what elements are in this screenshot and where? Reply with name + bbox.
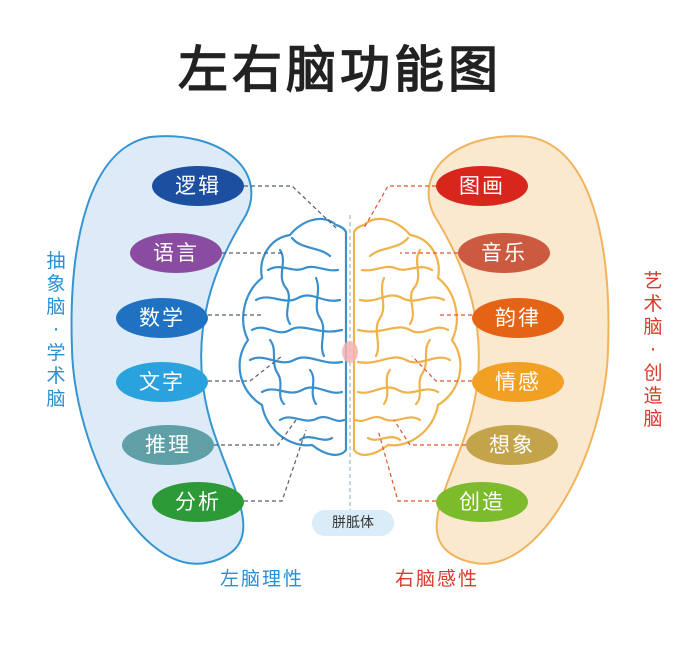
left-connectors [208,185,337,502]
right-side-label-char: 造 [643,385,663,407]
left-node-reasoning: 推理 [122,425,214,465]
left-node-math: 数学 [116,298,208,338]
right-brain-hemisphere [352,217,462,456]
left-brain-hemisphere [238,217,348,456]
right-connectors [363,185,472,502]
right-side-label-char: 脑 [643,316,663,338]
right-side-label-char: 脑 [643,408,663,430]
left-side-label-char: 学 [46,342,66,364]
left-node-writing: 文字 [116,362,208,402]
right-node-music: 音乐 [458,233,550,273]
left-side-label-char: 脑 [46,388,66,410]
corpus-callosum-label: 胼胝体 [312,510,394,536]
left-side-label-char: 脑 [46,296,66,318]
left-side-label-char: 术 [46,365,66,387]
left-node-language: 语言 [130,233,222,273]
left-brain-caption: 左脑理性 [220,568,305,590]
left-node-analysis: 分析 [152,482,244,522]
right-side-label-char: · [649,339,657,361]
right-side-label: 艺 术 脑 · 创 造 脑 [640,270,666,431]
page-title: 左右脑功能图 [178,41,502,99]
right-node-drawing: 图画 [436,166,528,206]
right-node-imagination: 想象 [466,425,558,465]
right-node-creation: 创造 [436,482,528,522]
left-node-logic: 逻辑 [152,166,244,206]
left-side-label-char: 抽 [46,250,66,272]
right-brain-caption: 右脑感性 [395,568,480,590]
right-side-label-char: 艺 [643,270,663,292]
right-side-label-char: 创 [643,362,663,384]
right-side-label-char: 术 [643,293,663,315]
left-side-label-char: 象 [46,273,66,295]
left-side-label: 抽 象 脑 · 学 术 脑 [43,250,69,411]
corpus-callosum-marker [342,341,358,363]
left-side-label-char: · [52,319,60,341]
right-node-rhythm: 韵律 [472,298,564,338]
right-node-emotion: 情感 [472,362,564,402]
